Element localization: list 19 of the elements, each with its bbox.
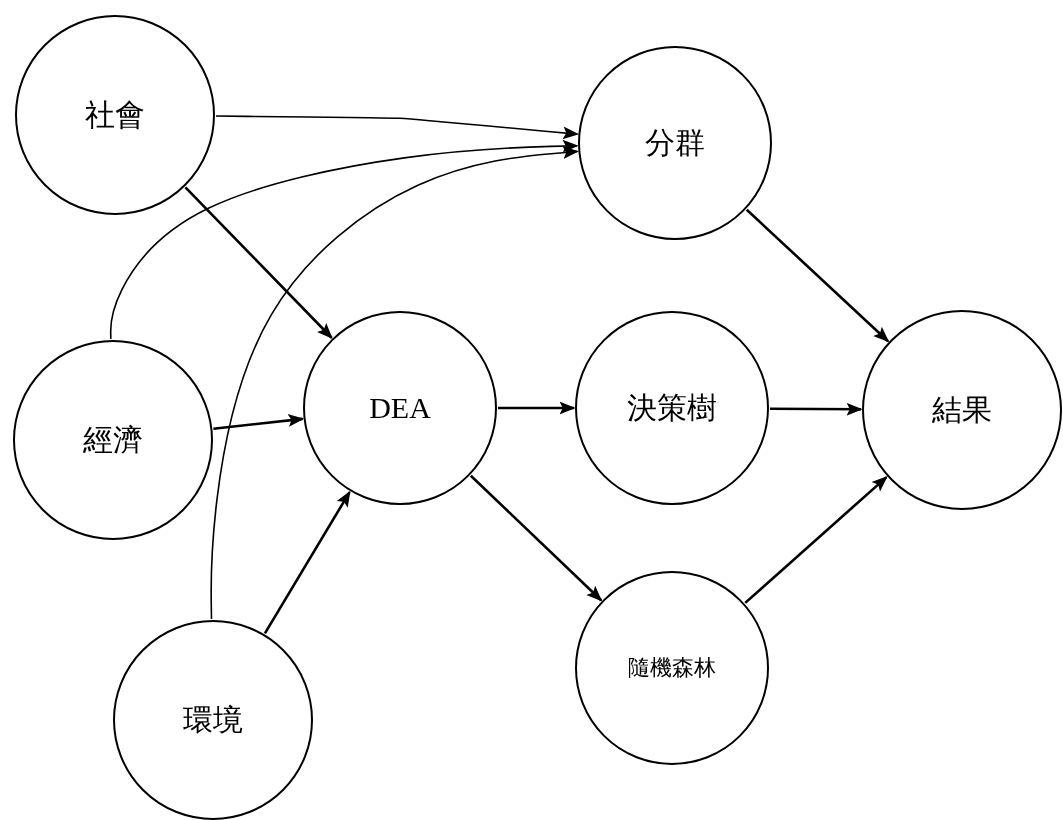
node-label: 決策樹 bbox=[627, 389, 717, 426]
node-label: 社會 bbox=[85, 96, 145, 133]
node-label: DEA bbox=[369, 391, 431, 425]
node-label: 隨機森林 bbox=[628, 654, 716, 682]
arrow bbox=[210, 146, 579, 620]
node-label: 結果 bbox=[932, 391, 992, 428]
arrow bbox=[215, 115, 579, 140]
arrow bbox=[469, 474, 603, 602]
arrow bbox=[770, 402, 863, 416]
arrow bbox=[498, 401, 576, 415]
node-label: 分群 bbox=[645, 124, 705, 161]
arrow bbox=[263, 490, 351, 635]
node-label: 經濟 bbox=[83, 421, 143, 458]
arrow bbox=[744, 476, 888, 604]
arrow bbox=[109, 139, 579, 340]
arrow bbox=[745, 208, 890, 343]
arrow bbox=[213, 414, 305, 431]
arrow bbox=[184, 186, 333, 339]
node-label: 環境 bbox=[183, 701, 243, 738]
